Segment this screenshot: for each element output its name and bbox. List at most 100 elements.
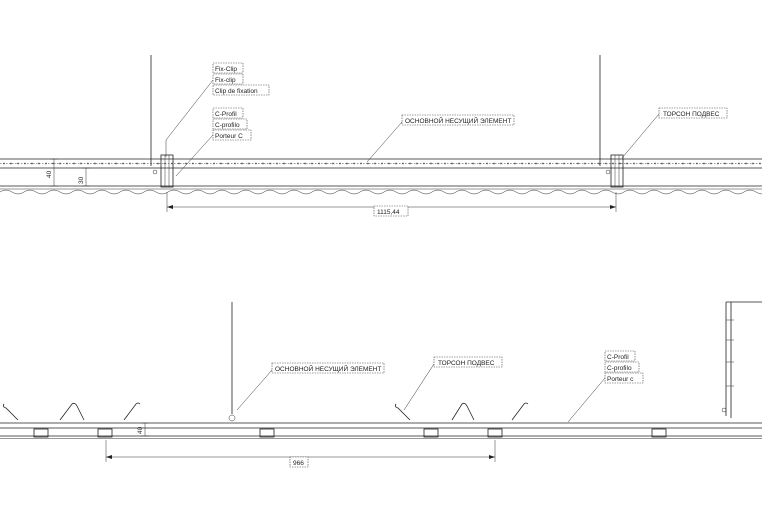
perforation-dot [206, 162, 208, 165]
perforation-dot [661, 162, 663, 165]
bottom-span-dimension: 966 [105, 440, 496, 468]
perforation-dot [241, 162, 243, 165]
top-height-dim-left: 40 [46, 158, 58, 187]
perforation-dot [52, 162, 54, 165]
perforation-dot [3, 162, 5, 165]
perforation-dot [80, 162, 82, 165]
top-fix-clip-left [152, 154, 174, 188]
perforation-dot [430, 162, 432, 165]
top-profile-callout-fr: Porteur C [215, 133, 243, 140]
perforation-dot [528, 162, 530, 165]
top-main-element-callout: ОСНОВНОЙ НЕСУЩИЙ ЭЛЕМЕНТ [366, 114, 515, 163]
perforation-dot [703, 162, 705, 165]
perforation-dot [339, 162, 341, 165]
perforation-dot [262, 162, 264, 165]
perforation-dot [563, 162, 565, 165]
bottom-hooks-right [394, 402, 529, 421]
perforation-dot [458, 162, 460, 165]
perforation-dot [668, 162, 670, 165]
top-rail-perforations [3, 162, 761, 165]
bottom-profile-callout-it: C-profilo [607, 365, 632, 372]
top-height-dim-right: 30 [78, 167, 90, 187]
top-main-rail [0, 158, 762, 195]
perforation-dot [556, 162, 558, 165]
perforation-dot [647, 162, 649, 165]
perforation-dot [325, 162, 327, 165]
perforation-dot [10, 162, 12, 165]
bottom-view: 40 966 ОСНОВНОЙ НЕСУЩИЙ ЭЛЕМЕНТ ТОРСОН П… [0, 301, 762, 468]
perforation-dot [717, 162, 719, 165]
perforation-dot [584, 162, 586, 165]
perforation-dot [157, 162, 159, 165]
perforation-dot [591, 162, 593, 165]
perforation-dot [171, 162, 173, 165]
perforation-dot [479, 162, 481, 165]
perforation-dot [374, 162, 376, 165]
perforation-dot [619, 162, 621, 165]
perforation-dot [227, 162, 229, 165]
perforation-dot [759, 162, 761, 165]
perforation-dot [311, 162, 313, 165]
perforation-dot [514, 162, 516, 165]
perforation-dot [381, 162, 383, 165]
perforation-dot [465, 162, 467, 165]
perforation-dot [290, 162, 292, 165]
perforation-dot [654, 162, 656, 165]
top-clip-callout-de: Clip de fixation [215, 88, 258, 95]
perforation-dot [689, 162, 691, 165]
perforation-dot [549, 162, 551, 165]
perforation-dot [605, 162, 607, 165]
bottom-brackets [33, 428, 667, 438]
top-height-label-right: 30 [78, 176, 85, 184]
bottom-profile-callout-fr: Porteur c [607, 376, 634, 383]
perforation-dot [423, 162, 425, 165]
perforation-dot [752, 162, 754, 165]
top-span-label: 1115,44 [377, 209, 400, 216]
perforation-dot [304, 162, 306, 165]
perforation-dot [437, 162, 439, 165]
bottom-wall-profile [721, 301, 762, 418]
perforation-dot [59, 162, 61, 165]
perforation-dot [178, 162, 180, 165]
bottom-hanger-clip [228, 414, 236, 422]
perforation-dot [633, 162, 635, 165]
perforation-dot [731, 162, 733, 165]
perforation-dot [129, 162, 131, 165]
perforation-dot [213, 162, 215, 165]
perforation-dot [395, 162, 397, 165]
perforation-dot [409, 162, 411, 165]
perforation-dot [738, 162, 740, 165]
perforation-dot [486, 162, 488, 165]
perforation-dot [388, 162, 390, 165]
perforation-dot [570, 162, 572, 165]
perforation-dot [745, 162, 747, 165]
perforation-dot [612, 162, 614, 165]
perforation-dot [360, 162, 362, 165]
bottom-main-element-label: ОСНОВНОЙ НЕСУЩИЙ ЭЛЕМЕНТ [275, 364, 381, 373]
perforation-dot [367, 162, 369, 165]
perforation-dot [598, 162, 600, 165]
bottom-profile-callout-de: C-Profil [607, 354, 629, 361]
perforation-dot [472, 162, 474, 165]
perforation-dot [220, 162, 222, 165]
perforation-dot [507, 162, 509, 165]
perforation-dot [199, 162, 201, 165]
top-fix-clip-right [605, 154, 624, 188]
perforation-dot [87, 162, 89, 165]
top-clip-callout-en: Fix-clip [215, 77, 236, 84]
perforation-dot [675, 162, 677, 165]
bottom-main-element-callout: ОСНОВНОЙ НЕСУЩИЙ ЭЛЕМЕНТ [236, 362, 385, 411]
perforation-dot [31, 162, 33, 165]
perforation-dot [542, 162, 544, 165]
perforation-dot [150, 162, 152, 165]
top-profile-callout-de: C-Profil [215, 111, 237, 118]
perforation-dot [108, 162, 110, 165]
bottom-profile-callout: C-Profil C-profilo Porteur c [567, 350, 644, 423]
perforation-dot [346, 162, 348, 165]
perforation-dot [115, 162, 117, 165]
perforation-dot [101, 162, 103, 165]
top-clip-callout-fr: Fix-Clip [215, 66, 237, 73]
top-view: 40 30 1115,44 Fix-Clip Fix-clip Clip de … [0, 55, 762, 217]
perforation-dot [66, 162, 68, 165]
